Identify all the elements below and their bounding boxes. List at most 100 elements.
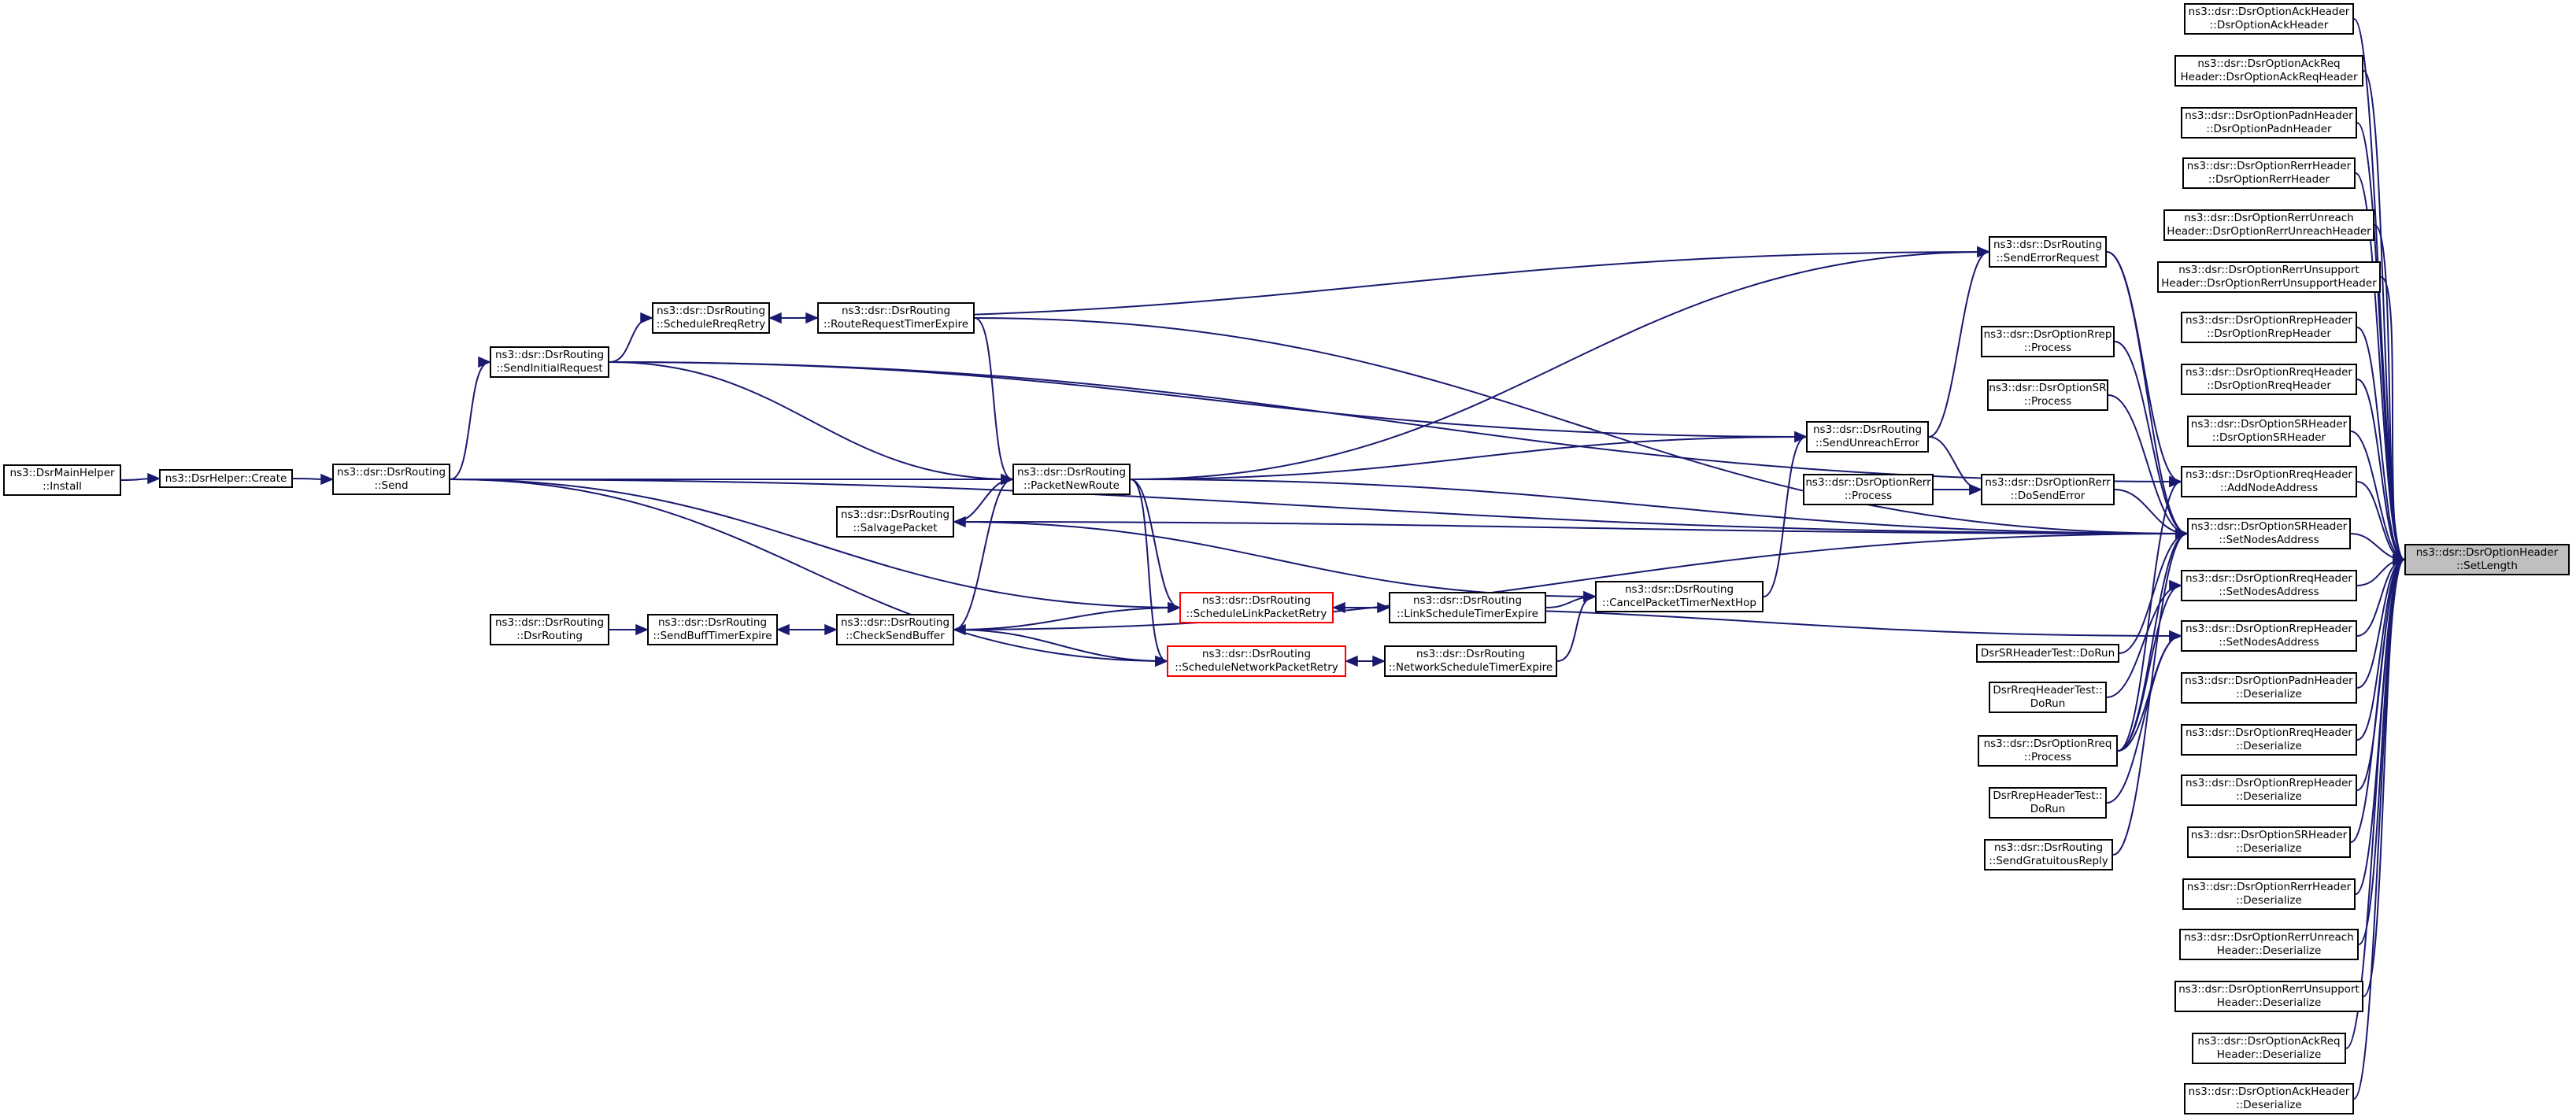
node-ackreqheader-ctor[interactable]: ns3::dsr::DsrOptionAckReq Header::DsrOpt… xyxy=(2174,55,2363,87)
node-rerrheader-ctor[interactable]: ns3::dsr::DsrOptionRerrHeader ::DsrOptio… xyxy=(2182,157,2356,189)
call-edge xyxy=(2117,585,2182,752)
node-label: ns3::dsr::DsrOptionSRHeader xyxy=(2190,829,2348,841)
call-edge xyxy=(1130,436,1807,480)
node-label: ::DsrOptionRreqHeader xyxy=(2207,379,2331,392)
node-rrepheader-set-nodes-address[interactable]: ns3::dsr::DsrOptionRrepHeader ::SetNodes… xyxy=(2181,620,2357,652)
node-label: DsrSRHeaderTest::DoRun xyxy=(1980,646,2115,660)
node-label: ::ScheduleLinkPacketRetry xyxy=(1186,608,1327,620)
call-edge xyxy=(974,317,2188,534)
call-edge-arrowhead xyxy=(320,473,334,486)
node-label: Header::DsrOptionRerrUnreachHeader xyxy=(2167,225,2371,238)
call-edge xyxy=(2114,341,2188,534)
node-label: ns3::dsr::DsrOptionRreqHeader xyxy=(2186,572,2352,585)
node-label: ::SendBuffTimerExpire xyxy=(653,630,772,642)
node-schedule-network-packet-retry[interactable]: ns3::dsr::DsrRouting ::ScheduleNetworkPa… xyxy=(1167,645,1346,677)
node-label: ns3::dsr::DsrRouting xyxy=(336,466,446,479)
node-label: ns3::dsr::DsrRouting xyxy=(840,508,950,521)
node-label: ::LinkScheduleTimerExpire xyxy=(1397,608,1538,620)
node-send-error-request[interactable]: ns3::dsr::DsrRouting ::SendErrorRequest xyxy=(1989,236,2107,268)
call-edge-arrowhead xyxy=(1155,655,1168,667)
node-padnheader-deserialize[interactable]: ns3::dsr::DsrOptionPadnHeader ::Deserial… xyxy=(2181,672,2357,704)
node-label: ::SendErrorRequest xyxy=(1996,252,2100,264)
node-rerr-do-send-error[interactable]: ns3::dsr::DsrOptionRerr ::DoSendError xyxy=(1981,474,2115,505)
node-send-unreach-error[interactable]: ns3::dsr::DsrRouting ::SendUnreachError xyxy=(1806,421,1929,453)
node-network-schedule-timer-expire[interactable]: ns3::dsr::DsrRouting ::NetworkScheduleTi… xyxy=(1384,645,1557,677)
node-send-initial-request[interactable]: ns3::dsr::DsrRouting ::SendInitialReques… xyxy=(490,346,609,378)
node-label: Header::Deserialize xyxy=(2216,944,2322,957)
call-edge xyxy=(450,479,1180,608)
call-edge-arrowhead xyxy=(147,472,161,485)
node-salvage-packet[interactable]: ns3::dsr::DsrRouting ::SalvagePacket xyxy=(836,506,954,538)
node-rerrheader-deserialize[interactable]: ns3::dsr::DsrOptionRerrHeader ::Deserial… xyxy=(2182,878,2356,910)
node-dsrrreqheadertest-dorun[interactable]: DsrRreqHeaderTest:: DoRun xyxy=(1989,682,2107,713)
node-label: ::DsrOptionRerrHeader xyxy=(2208,173,2330,186)
node-rrepheader-deserialize[interactable]: ns3::dsr::DsrOptionRrepHeader ::Deserial… xyxy=(2181,774,2357,806)
node-dsrrrepheadertest-dorun[interactable]: DsrRrepHeaderTest:: DoRun xyxy=(1989,787,2107,819)
node-ackheader-ctor[interactable]: ns3::dsr::DsrOptionAckHeader ::DsrOption… xyxy=(2184,3,2354,35)
call-edge xyxy=(2350,559,2405,843)
node-check-send-buffer[interactable]: ns3::dsr::DsrRouting ::CheckSendBuffer xyxy=(836,614,954,645)
node-ackreqheader-deserialize[interactable]: ns3::dsr::DsrOptionAckReq Header::Deseri… xyxy=(2192,1033,2346,1064)
node-rreq-process[interactable]: ns3::dsr::DsrOptionRreq ::Process xyxy=(1978,735,2118,767)
node-label: ::SalvagePacket xyxy=(853,522,938,534)
node-rerrunreachheader-ctor[interactable]: ns3::dsr::DsrOptionRerrUnreach Header::D… xyxy=(2163,209,2374,241)
node-schedule-link-packet-retry[interactable]: ns3::dsr::DsrRouting ::ScheduleLinkPacke… xyxy=(1179,592,1334,623)
node-label: ::Send xyxy=(374,479,409,492)
node-rerr-process[interactable]: ns3::dsr::DsrOptionRerr ::Process xyxy=(1803,474,1934,505)
node-rrep-process[interactable]: ns3::dsr::DsrOptionRrep ::Process xyxy=(1981,326,2115,357)
node-label: ::Deserialize xyxy=(2236,790,2302,803)
node-srheader-ctor[interactable]: ns3::dsr::DsrOptionSRHeader ::DsrOptionS… xyxy=(2187,416,2351,447)
call-edge xyxy=(1130,251,1989,480)
node-packet-new-route[interactable]: ns3::dsr::DsrRouting ::PacketNewRoute xyxy=(1012,464,1131,495)
node-rerrunsupportheader-ctor[interactable]: ns3::dsr::DsrOptionRerrUnsupport Header:… xyxy=(2157,261,2381,293)
node-label: ::DoSendError xyxy=(2010,490,2086,502)
node-label: ns3::DsrHelper::Create xyxy=(165,471,287,485)
node-label: DsrRreqHeaderTest:: xyxy=(1993,684,2103,697)
call-edge xyxy=(609,317,653,363)
node-dsrmainhelper-install[interactable]: ns3::DsrMainHelper ::Install xyxy=(3,464,121,496)
call-edge xyxy=(609,361,1807,438)
node-padnheader-ctor[interactable]: ns3::dsr::DsrOptionPadnHeader ::DsrOptio… xyxy=(2181,107,2357,139)
call-edge xyxy=(953,607,1180,630)
node-label: ::CancelPacketTimerNextHop xyxy=(1601,597,1756,609)
node-link-schedule-timer-expire[interactable]: ns3::dsr::DsrRouting ::LinkScheduleTimer… xyxy=(1389,592,1546,623)
node-sr-process[interactable]: ns3::dsr::DsrOptionSR ::Process xyxy=(1987,379,2108,411)
node-label: DoRun xyxy=(2030,697,2066,710)
node-label: ns3::dsr::DsrOptionRreq xyxy=(1983,737,2112,750)
node-rreqheader-ctor[interactable]: ns3::dsr::DsrOptionRreqHeader ::DsrOptio… xyxy=(2181,364,2357,395)
node-label: ns3::dsr::DsrOptionRreqHeader xyxy=(2186,726,2352,739)
node-label: ns3::dsr::DsrOptionRerrUnsupport xyxy=(2178,983,2359,996)
node-label: ::DsrOptionPadnHeader xyxy=(2206,123,2332,135)
node-label: ns3::dsr::DsrOptionPadnHeader xyxy=(2185,675,2353,687)
call-edge xyxy=(1130,479,2188,534)
node-send[interactable]: ns3::dsr::DsrRouting ::Send xyxy=(332,464,450,495)
node-rerrunsupportheader-deserialize[interactable]: ns3::dsr::DsrOptionRerrUnsupport Header:… xyxy=(2174,981,2363,1012)
call-edge-arrowhead xyxy=(2393,553,2406,566)
node-dsrsrheadertest-dorun[interactable]: DsrSRHeaderTest::DoRun xyxy=(1976,644,2119,663)
node-label: ::SetNodesAddress xyxy=(2219,636,2319,649)
node-rreqheader-set-nodes-address[interactable]: ns3::dsr::DsrOptionRreqHeader ::SetNodes… xyxy=(2181,570,2357,601)
node-send-buff-timer-expire[interactable]: ns3::dsr::DsrRouting ::SendBuffTimerExpi… xyxy=(647,614,778,645)
node-srheader-deserialize[interactable]: ns3::dsr::DsrOptionSRHeader ::Deserializ… xyxy=(2187,826,2351,858)
call-edge xyxy=(609,361,1013,480)
node-rreqheader-add-node-address[interactable]: ns3::dsr::DsrOptionRreqHeader ::AddNodeA… xyxy=(2181,466,2357,497)
call-edge-arrowhead xyxy=(2175,527,2189,540)
node-send-gratuitous-reply[interactable]: ns3::dsr::DsrRouting ::SendGratuitousRep… xyxy=(1984,839,2113,870)
node-label: ns3::dsr::DsrOptionPadnHeader xyxy=(2185,109,2353,122)
node-label: ns3::dsr::DsrRouting xyxy=(1201,594,1312,607)
node-dsrhelper-create[interactable]: ns3::DsrHelper::Create xyxy=(159,469,293,488)
node-route-request-timer-expire[interactable]: ns3::dsr::DsrRouting ::RouteRequestTimer… xyxy=(817,302,975,334)
call-edge xyxy=(2117,635,2182,752)
node-label: ::SendGratuitousReply xyxy=(1989,855,2108,867)
node-cancel-packet-timer-next-hop[interactable]: ns3::dsr::DsrRouting ::CancelPacketTimer… xyxy=(1595,581,1764,612)
call-edge xyxy=(2106,251,2188,534)
node-ackheader-deserialize[interactable]: ns3::dsr::DsrOptionAckHeader ::Deseriali… xyxy=(2184,1083,2354,1114)
node-schedule-rreq-retry[interactable]: ns3::dsr::DsrRouting ::ScheduleRreqRetry xyxy=(652,302,770,334)
node-rerrunreachheader-deserialize[interactable]: ns3::dsr::DsrOptionRerrUnreach Header::D… xyxy=(2179,929,2359,960)
node-rreqheader-deserialize[interactable]: ns3::dsr::DsrOptionRreqHeader ::Deserial… xyxy=(2181,724,2357,756)
node-label: ns3::dsr::DsrRouting xyxy=(656,305,766,317)
node-rrepheader-ctor[interactable]: ns3::dsr::DsrOptionRrepHeader ::DsrOptio… xyxy=(2181,312,2357,343)
node-srheader-set-nodes-address[interactable]: ns3::dsr::DsrOptionSRHeader ::SetNodesAd… xyxy=(2187,518,2351,549)
node-dsrrouting-constructor[interactable]: ns3::dsr::DsrRouting ::DsrRouting xyxy=(490,614,609,645)
node-label: ::NetworkScheduleTimerExpire xyxy=(1388,661,1553,674)
